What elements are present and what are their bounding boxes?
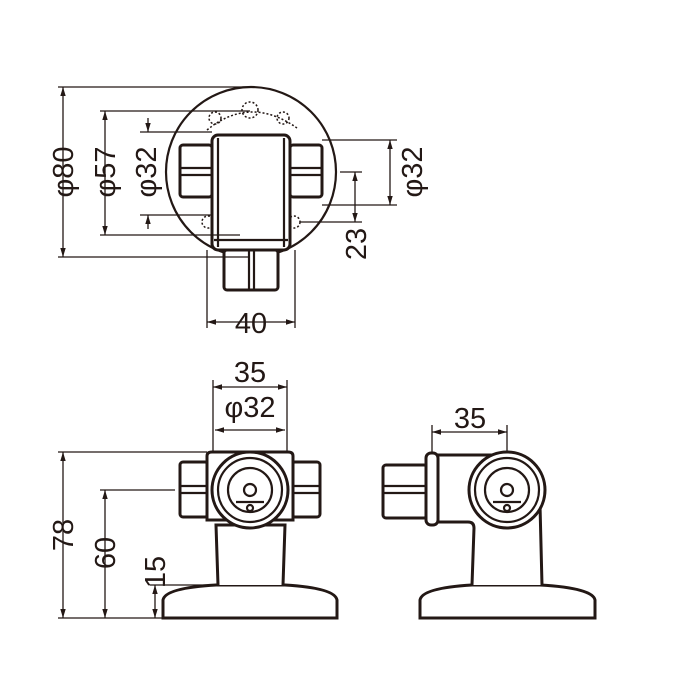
bottom-stub [222, 248, 280, 292]
dim-width-top: 40 [235, 308, 267, 340]
bolt-hole [276, 111, 290, 125]
top-view: φ80 φ57 φ32 φ32 23 40 [48, 85, 429, 340]
dim-base-height: 15 [140, 556, 172, 588]
right-port-lug [290, 460, 322, 519]
left-port-lug [178, 143, 214, 199]
dim-outer-diameter: φ80 [48, 146, 80, 197]
front-view: 35 φ32 78 60 15 [48, 357, 339, 620]
dim-inner-diameter-right: φ32 [397, 146, 429, 197]
dim-width-front: 35 [234, 357, 266, 389]
bolt-hole [208, 111, 222, 125]
collar [424, 451, 440, 527]
dim-offset: 23 [341, 228, 373, 260]
dim-middle-diameter: φ57 [90, 146, 122, 197]
left-port-lug [178, 460, 210, 519]
center-hole [242, 482, 258, 498]
dim-center-height: 60 [90, 537, 122, 569]
base-plate [418, 583, 597, 620]
side-view: 35 [381, 403, 597, 620]
bolt-circle [206, 111, 298, 131]
dim-total-height: 78 [48, 519, 80, 551]
side-port-lug [381, 463, 429, 520]
bolt-hole [241, 101, 259, 119]
outlet-ring [467, 450, 547, 530]
right-port-lug [288, 143, 324, 199]
valve-body-top [210, 133, 292, 252]
dim-inner-diameter-left: φ32 [131, 146, 163, 197]
dim-width-side: 35 [454, 403, 486, 435]
dim-port-diameter: φ32 [224, 392, 275, 424]
outlet-ring [210, 450, 290, 530]
base-plate [161, 583, 339, 620]
stem [214, 523, 287, 586]
